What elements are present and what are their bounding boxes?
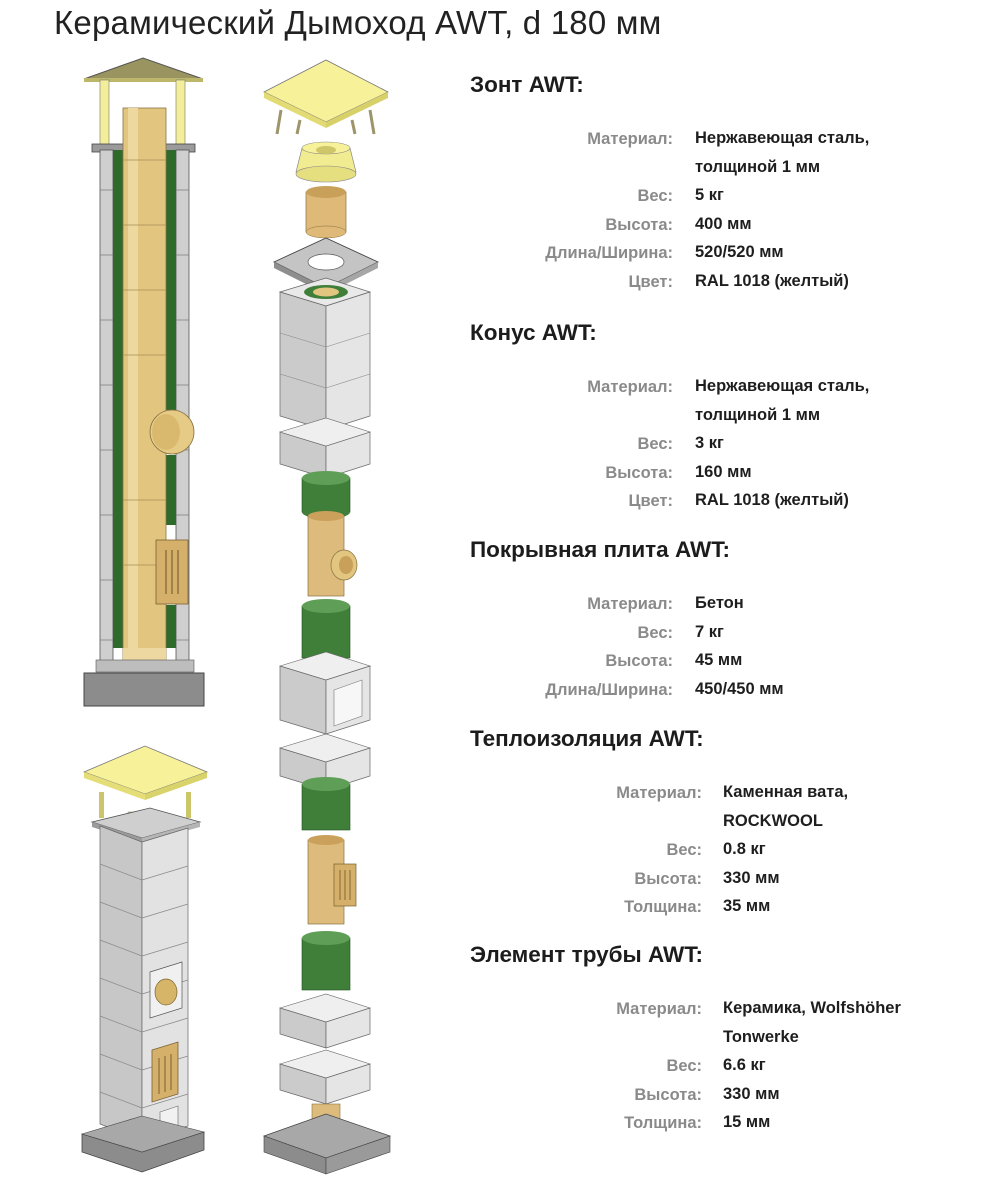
- spec-row-weight: Вес: 6.6 кг: [470, 1051, 1000, 1080]
- spec-value: 400 мм: [695, 214, 752, 233]
- spec-row-height: Высота: 160 мм: [470, 458, 1000, 487]
- chimney-exploded-view: [262, 59, 392, 1175]
- chimney-illustration: [80, 57, 392, 1175]
- spec-label: Материал:: [616, 1000, 702, 1018]
- spec-value: Керамика, Wolfshöher Tonwerke: [723, 999, 901, 1046]
- spec-row-thickness: Толщина: 35 мм: [470, 892, 1000, 921]
- spec-row-height: Высота: 45 мм: [470, 646, 1000, 675]
- spec-value: Нержавеющая сталь, толщиной 1 мм: [695, 129, 870, 176]
- spec-value: 520/520 мм: [695, 243, 784, 261]
- page-title: Керамический Дымоход AWT, d 180 мм: [54, 4, 662, 41]
- spec-value: 6.6 кг: [723, 1056, 766, 1074]
- spec-row-color: Цвет: RAL 1018 (желтый): [470, 486, 1000, 515]
- spec-value: 5 кг: [695, 186, 724, 204]
- spec-row-height: Высота: 330 мм: [470, 864, 1000, 893]
- spec-label: Материал:: [587, 130, 673, 148]
- spec-label: Высота:: [605, 463, 673, 482]
- spec-value: 3 кг: [695, 434, 724, 452]
- spec-value: 0.8 кг: [723, 840, 766, 858]
- spec-value: Каменная вата, ROCKWOOL: [723, 783, 849, 830]
- spec-value: 160 мм: [695, 462, 752, 481]
- spec-label: Вес:: [666, 841, 702, 859]
- spec-value: 450/450 мм: [695, 679, 784, 698]
- spec-label: Цвет:: [628, 272, 673, 291]
- spec-heading: Конус AWT:: [470, 320, 597, 345]
- spec-label: Высота:: [634, 869, 702, 888]
- spec-row-material: Материал: Нержавеющая сталь, толщиной 1 …: [470, 124, 1000, 181]
- spec-value: 7 кг: [695, 622, 724, 641]
- spec-label: Толщина:: [624, 898, 702, 916]
- spec-row-material: Материал: Керамика, Wolfshöher Tonwerke: [470, 994, 1000, 1051]
- spec-row-length-width: Длина/Ширина: 520/520 мм: [470, 238, 1000, 267]
- spec-row-height: Высота: 400 мм: [470, 210, 1000, 239]
- spec-value: 330 мм: [723, 868, 780, 887]
- spec-label: Материал:: [587, 378, 673, 396]
- spec-row-color: Цвет: RAL 1018 (желтый): [470, 267, 1000, 296]
- spec-label: Вес:: [637, 623, 673, 642]
- spec-heading: Элемент трубы AWT:: [470, 942, 704, 967]
- spec-label: Толщина:: [624, 1114, 702, 1132]
- spec-section-cone: Конус AWT: Материал: Нержавеющая сталь, …: [470, 320, 1000, 515]
- spec-heading: Зонт AWT:: [470, 72, 584, 97]
- spec-row-weight: Вес: 0.8 кг: [470, 835, 1000, 864]
- spec-label: Вес:: [637, 435, 673, 453]
- spec-value: RAL 1018 (желтый): [695, 491, 849, 509]
- spec-section-insulation: Теплоизоляция AWT: Материал: Каменная ва…: [470, 726, 1000, 921]
- spec-value: RAL 1018 (желтый): [695, 271, 849, 290]
- spec-label: Цвет:: [628, 492, 673, 510]
- spec-label: Длина/Ширина:: [545, 244, 673, 262]
- spec-label: Материал:: [587, 595, 673, 613]
- spec-section-pipe-element: Элемент трубы AWT: Материал: Керамика, W…: [470, 942, 1000, 1137]
- chimney-assembled-view: [80, 745, 209, 1173]
- spec-section-cover-plate: Покрывная плита AWT: Материал: Бетон Вес…: [470, 537, 1000, 703]
- spec-label: Вес:: [666, 1057, 702, 1075]
- spec-label: Материал:: [616, 784, 702, 802]
- spec-label: Высота:: [634, 1085, 702, 1104]
- spec-row-material: Материал: Бетон: [470, 589, 1000, 618]
- spec-row-weight: Вес: 5 кг: [470, 181, 1000, 210]
- spec-heading: Теплоизоляция AWT:: [470, 726, 704, 751]
- spec-row-height: Высота: 330 мм: [470, 1080, 1000, 1109]
- spec-row-thickness: Толщина: 15 мм: [470, 1108, 1000, 1137]
- spec-row-material: Материал: Нержавеющая сталь, толщиной 1 …: [470, 372, 1000, 429]
- spec-value: 330 мм: [723, 1084, 780, 1103]
- chimney-cross-section: [83, 57, 205, 707]
- spec-value: 35 мм: [723, 897, 771, 915]
- spec-label: Высота:: [605, 652, 673, 670]
- spec-value: Нержавеющая сталь, толщиной 1 мм: [695, 377, 870, 424]
- spec-heading: Покрывная плита AWT:: [470, 537, 730, 562]
- spec-label: Высота:: [605, 215, 673, 234]
- spec-value: 45 мм: [695, 651, 743, 669]
- spec-label: Вес:: [637, 187, 673, 205]
- spec-section-umbrella: Зонт AWT: Материал: Нержавеющая сталь, т…: [470, 72, 1000, 295]
- spec-row-length-width: Длина/Ширина: 450/450 мм: [470, 675, 1000, 704]
- spec-value: 15 мм: [723, 1113, 771, 1131]
- spec-row-weight: Вес: 7 кг: [470, 618, 1000, 647]
- specifications-panel: Зонт AWT: Материал: Нержавеющая сталь, т…: [470, 0, 1000, 1198]
- spec-label: Длина/Ширина:: [545, 680, 673, 699]
- spec-row-weight: Вес: 3 кг: [470, 429, 1000, 458]
- spec-value: Бетон: [695, 594, 744, 612]
- spec-row-material: Материал: Каменная вата, ROCKWOOL: [470, 778, 1000, 835]
